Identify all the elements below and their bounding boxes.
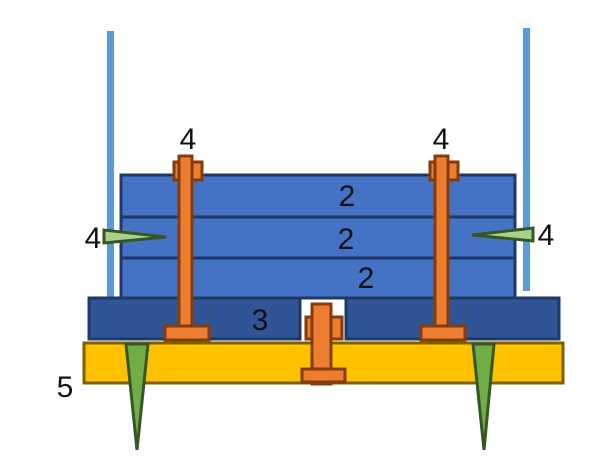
bolt-center bbox=[300, 302, 347, 386]
label-wedge-left: 4 bbox=[85, 222, 102, 255]
label-ground: 5 bbox=[57, 371, 74, 404]
wedge-left bbox=[102, 228, 167, 245]
label-bolt-left-top: 4 bbox=[180, 123, 197, 156]
bolt-right bbox=[419, 154, 467, 342]
left-guide-rail bbox=[107, 31, 114, 299]
spike-left bbox=[124, 342, 150, 451]
bolt-left bbox=[163, 154, 211, 342]
wedge-right bbox=[471, 226, 535, 243]
label-layer-bottom: 2 bbox=[358, 262, 375, 295]
spike-right bbox=[471, 342, 496, 451]
label-wedge-right: 4 bbox=[538, 219, 555, 252]
label-layer-top: 2 bbox=[339, 180, 356, 213]
label-base-center: 3 bbox=[252, 304, 269, 337]
right-guide-rail bbox=[523, 28, 530, 291]
label-layer-middle: 2 bbox=[338, 223, 355, 256]
label-bolt-right-top: 4 bbox=[433, 123, 450, 156]
